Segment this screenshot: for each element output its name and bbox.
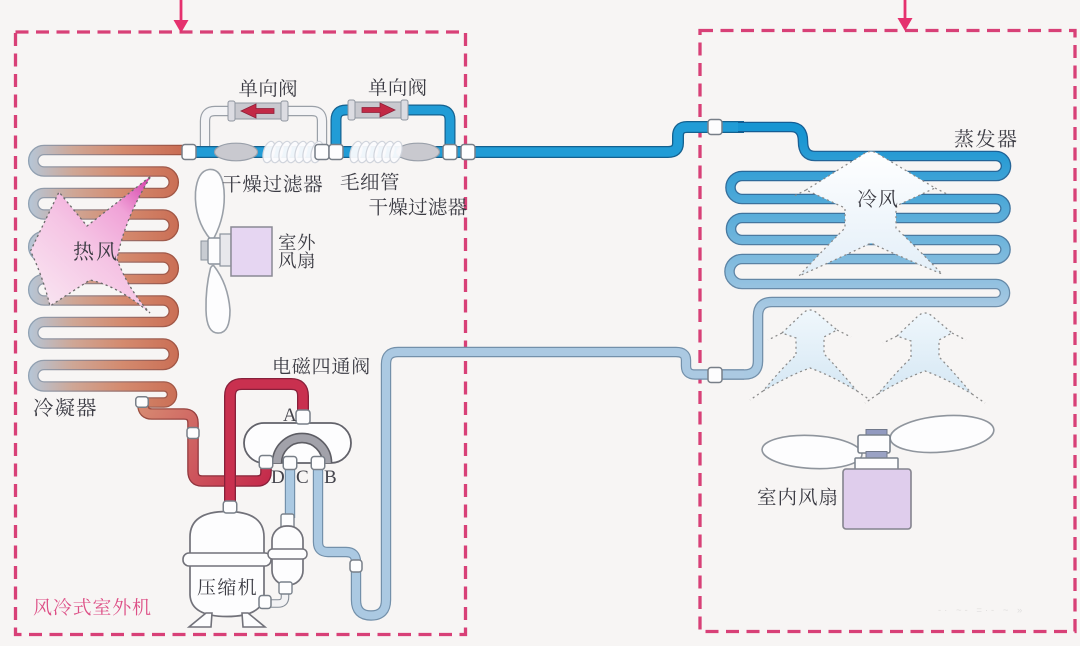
svg-text:A: A (283, 405, 297, 426)
svg-text:C: C (296, 467, 309, 488)
svg-text:D: D (271, 467, 285, 488)
svg-text:-· ~- =·- ~ »: -· ~- =·- ~ » (938, 605, 1025, 616)
svg-text:B: B (324, 467, 337, 488)
